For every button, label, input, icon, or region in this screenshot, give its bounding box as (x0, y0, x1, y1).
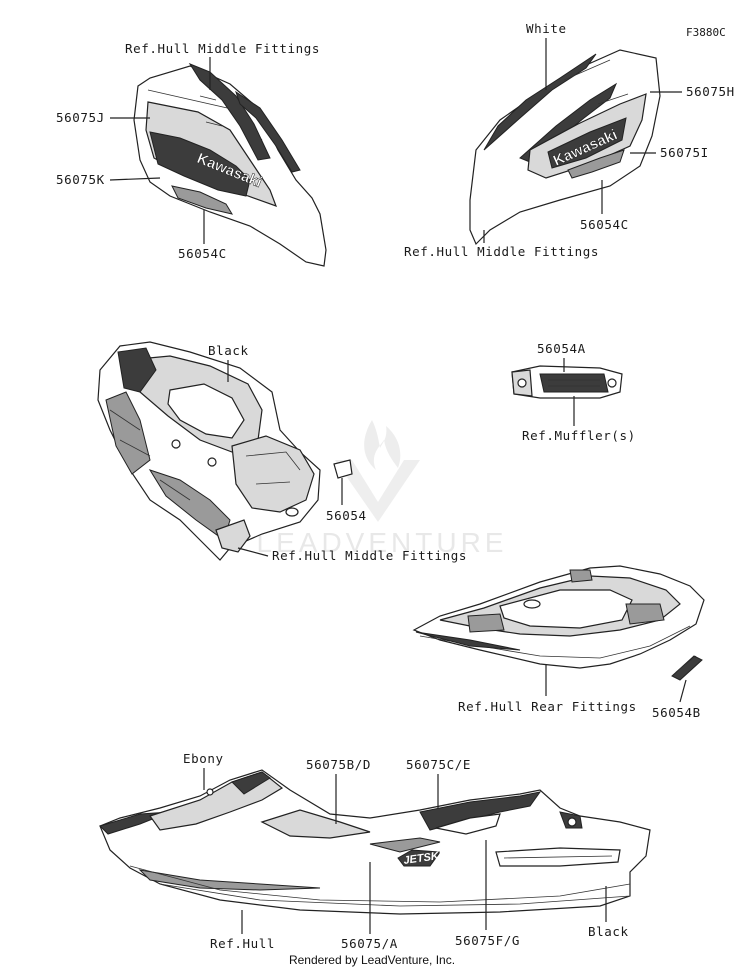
craft-56075a-label: 56075/A (341, 936, 398, 951)
craft-56075fg-label: 56075F/G (455, 933, 520, 948)
hull-right-56054c-label: 56054C (580, 217, 629, 232)
hull-left-56054c-label: 56054C (178, 246, 227, 261)
craft-part: JETSKI (99, 769, 651, 915)
craft-logo: JETSKI (403, 850, 444, 867)
hull-right-56075h-label: 56075H (686, 84, 735, 99)
hull-right-part: Kawasaki (469, 49, 661, 246)
deck-56054-label: 56054 (326, 508, 367, 523)
craft-black-label: Black (588, 924, 629, 939)
footer-credit: Rendered by LeadVenture, Inc. (289, 953, 455, 967)
hull-left-56075k-label: 56075K (56, 172, 105, 187)
rear-ref-label: Ref.Hull Rear Fittings (458, 699, 637, 714)
rear-decal-56054b (671, 655, 703, 681)
deck-ref-label: Ref.Hull Middle Fittings (272, 548, 467, 563)
hull-left-part: Kawasaki (133, 62, 327, 267)
hull-left-56075j-label: 56075J (56, 110, 105, 125)
rear-hull-part (412, 565, 705, 669)
craft-56075bd-label: 56075B/D (306, 757, 371, 772)
deck-part (97, 341, 321, 561)
muffler-part (511, 365, 623, 399)
muffler-56054a-label: 56054A (537, 341, 586, 356)
figure-code: F3880C (686, 26, 726, 39)
hull-right-ref-label: Ref.Hull Middle Fittings (404, 244, 599, 259)
leadventure-watermark: LEADVENTURE (257, 420, 508, 558)
watermark-text: LEADVENTURE (257, 527, 508, 558)
hull-right-56075i-label: 56075I (660, 145, 709, 160)
hull-left-ref-label: Ref.Hull Middle Fittings (125, 41, 320, 56)
rear-56054b-label: 56054B (652, 705, 701, 720)
craft-ref-hull-label: Ref.Hull (210, 936, 275, 951)
hull-right-white-label: White (526, 21, 567, 36)
craft-56075ce-label: 56075C/E (406, 757, 471, 772)
deck-decal-56054 (333, 459, 353, 479)
deck-black-label: Black (208, 343, 249, 358)
muffler-ref-label: Ref.Muffler(s) (522, 428, 636, 443)
craft-ebony-label: Ebony (183, 751, 224, 766)
